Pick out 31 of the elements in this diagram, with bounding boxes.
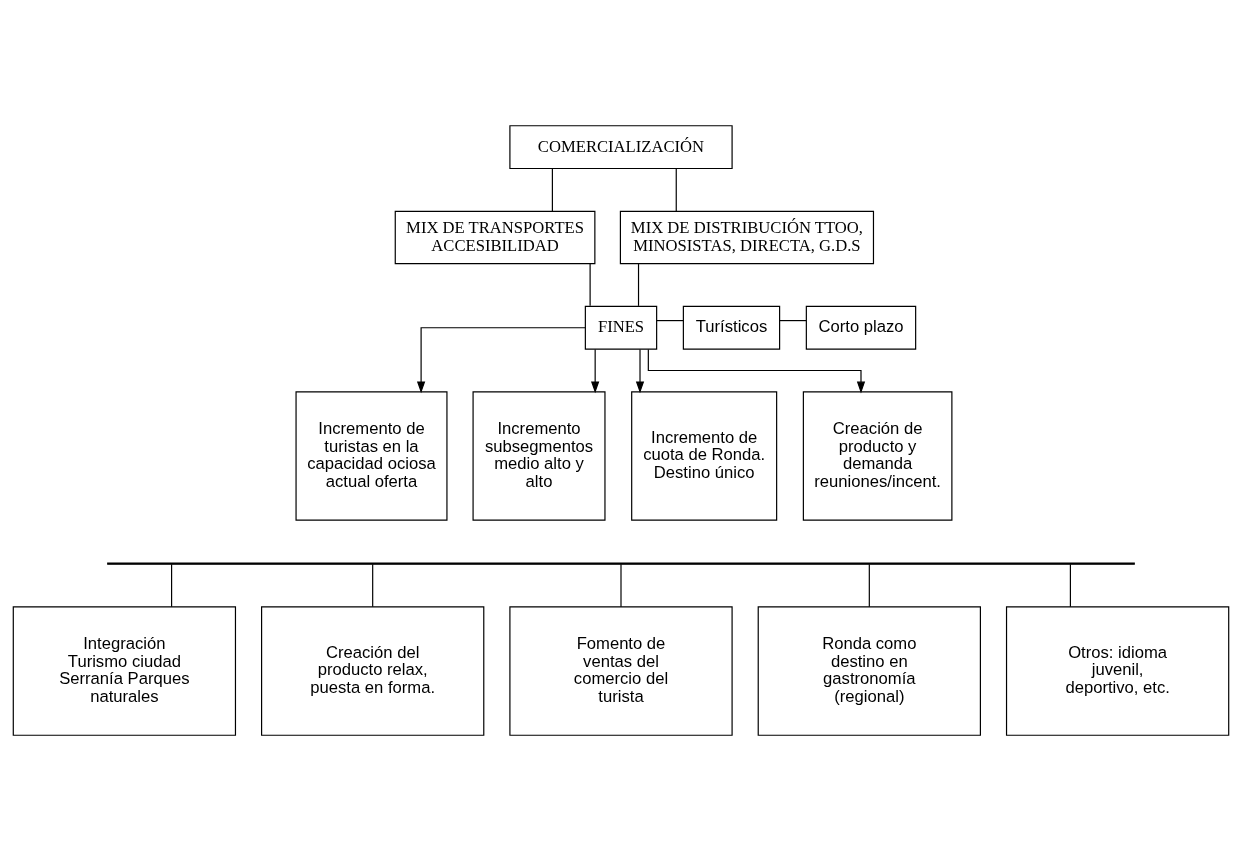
connector bbox=[868, 563, 870, 608]
arrow bbox=[635, 348, 645, 394]
node-box: Fomento de ventas del comercio del turista bbox=[509, 606, 733, 736]
connector bbox=[675, 167, 677, 212]
node-box: Incremento subsegmentos medio alto y alto bbox=[472, 391, 606, 521]
node-bar bbox=[107, 562, 1135, 565]
arrow bbox=[647, 349, 866, 394]
node-box: MIX DE DISTRIBUCIÓN TTOO, MINOSISTAS, DIRECTA, G.D.S bbox=[619, 210, 875, 265]
connector bbox=[372, 563, 374, 608]
connector bbox=[589, 263, 591, 307]
arrow bbox=[416, 327, 586, 394]
node-box: Incremento de cuota de Ronda. Destino único bbox=[631, 391, 778, 521]
connector bbox=[1069, 563, 1071, 608]
node-box: Integración Turismo ciudad Serranía Parques naturales bbox=[12, 606, 237, 736]
node-box: MIX DE TRANSPORTES ACCESIBILIDAD bbox=[394, 210, 596, 265]
arrow bbox=[591, 348, 600, 394]
connector bbox=[551, 167, 553, 212]
connector bbox=[656, 320, 684, 322]
node-box: Ronda como destino en gastronomía (regional) bbox=[757, 606, 981, 736]
node-box: Otros: idioma juvenil, deportivo, etc. bbox=[1005, 606, 1230, 736]
node-box: COMERCIALIZACIÓN bbox=[509, 125, 733, 170]
connector bbox=[620, 563, 622, 608]
node-box: Creación de producto y demanda reuniones/incent. bbox=[802, 391, 953, 521]
node-box: Turísticos bbox=[682, 305, 781, 350]
connector bbox=[171, 563, 173, 608]
node-box: Corto plazo bbox=[805, 305, 917, 350]
node-box: Incremento de turistas en la capacidad ociosa actual oferta bbox=[295, 391, 448, 521]
connector bbox=[779, 320, 807, 322]
node-box: Creación del producto relax, puesta en forma. bbox=[261, 606, 485, 736]
connector bbox=[637, 263, 640, 307]
node-box: FINES bbox=[584, 305, 658, 350]
